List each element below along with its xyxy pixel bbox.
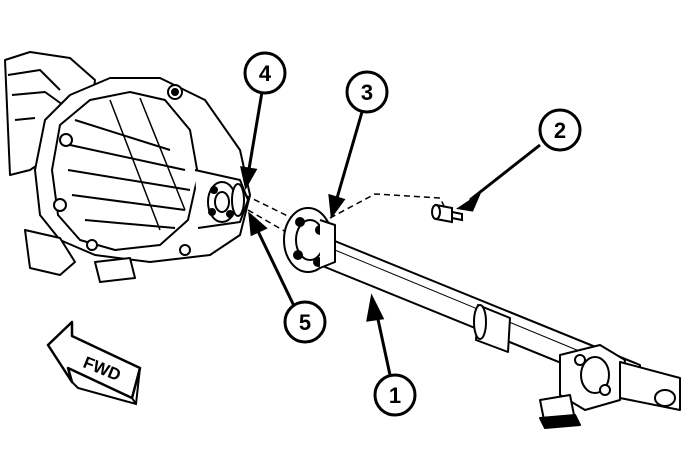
callout-4: 4 [243,51,287,95]
callout-leaders [240,91,541,376]
callout-5-label: 5 [299,310,311,335]
callout-3: 3 [345,70,389,114]
callout-3-label: 3 [361,80,373,105]
propeller-shaft [283,207,681,429]
transfer-case-housing [4,51,251,283]
callout-4-label: 4 [259,61,272,86]
callout-1: 1 [373,373,417,417]
alignment-lines [244,193,446,241]
flange-bolt [431,203,463,224]
callout-2: 2 [538,108,582,152]
callout-5: 5 [283,300,327,344]
callout-1-label: 1 [389,383,401,408]
forward-direction-arrow: FWD [46,320,142,406]
callout-2-label: 2 [554,118,566,143]
